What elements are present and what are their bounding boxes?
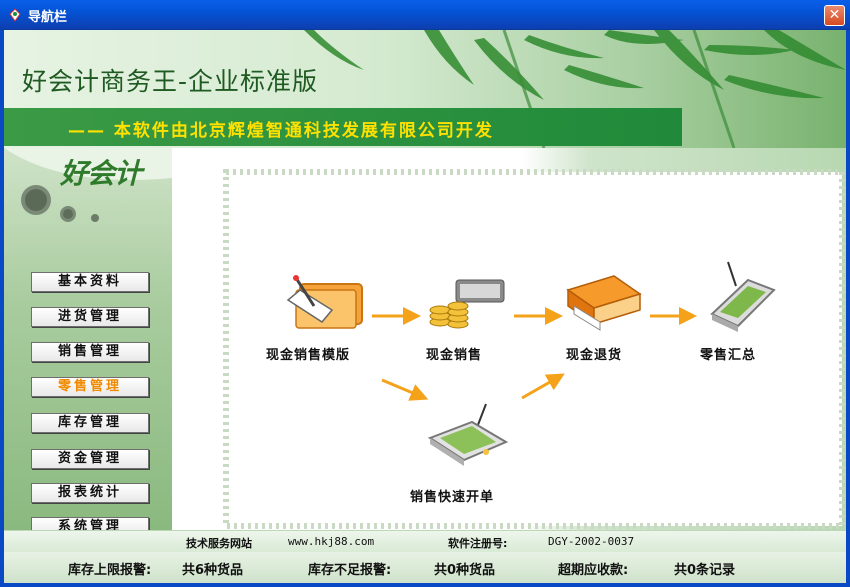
- tablet-quick-order-icon[interactable]: [426, 402, 510, 474]
- stock-upper-alert-value[interactable]: 共6种货品: [182, 563, 244, 578]
- node-quick-sales-order[interactable]: 销售快速开单: [410, 490, 495, 505]
- coins-cash-icon[interactable]: [426, 274, 510, 334]
- template-folder-icon[interactable]: [282, 270, 366, 336]
- node-cash-sales[interactable]: 现金销售: [426, 348, 483, 363]
- logo-text: 好会计: [60, 157, 142, 190]
- website-label: 技术服务网站: [186, 537, 252, 550]
- books-return-icon[interactable]: [564, 272, 644, 334]
- app-icon: [9, 8, 21, 22]
- title-bar: 导航栏 ✕: [0, 0, 850, 30]
- nav-funds-management[interactable]: 资金管理: [31, 449, 149, 469]
- stock-lower-alert-label: 库存不足报警:: [308, 563, 392, 578]
- nav-reports[interactable]: 报表统计: [31, 483, 149, 503]
- nav-purchase-management[interactable]: 进货管理: [31, 307, 149, 327]
- nav-retail-management[interactable]: 零售管理: [31, 377, 149, 397]
- client-area: 好会计商务王-企业标准版 —— 本软件由北京辉煌智通科技发展有限公司开发 好会计…: [4, 30, 846, 583]
- slogan-text: —— 本软件由北京辉煌智通科技发展有限公司开发: [68, 121, 494, 141]
- flow-arrows: [372, 307, 697, 401]
- nav-sales-management[interactable]: 销售管理: [31, 342, 149, 362]
- sidebar-decoration: [4, 148, 172, 222]
- pda-summary-icon[interactable]: [698, 260, 778, 336]
- close-button[interactable]: ✕: [824, 5, 845, 26]
- paper-frame: [223, 169, 845, 529]
- stock-upper-alert-label: 库存上限报警:: [68, 563, 152, 578]
- slogan-bar: —— 本软件由北京辉煌智通科技发展有限公司开发: [4, 108, 682, 146]
- registration-number: DGY-2002-0037: [548, 535, 635, 548]
- sidebar: 好会计 基本资料 进货管理 销售管理 零售管理 库存管理 资金管理 报表统计 系…: [4, 148, 172, 537]
- overdue-receivable-value[interactable]: 共0条记录: [674, 563, 736, 578]
- overdue-receivable-label: 超期应收款:: [558, 563, 629, 578]
- window-title: 导航栏: [28, 10, 68, 25]
- stock-lower-alert-value[interactable]: 共0种货品: [434, 563, 496, 578]
- node-cash-sales-template[interactable]: 现金销售模版: [266, 348, 351, 363]
- main-panel: 现金销售模版 现金销售 现金退货: [172, 148, 846, 530]
- header-banner: 好会计商务王-企业标准版 —— 本软件由北京辉煌智通科技发展有限公司开发: [4, 30, 846, 148]
- website-link[interactable]: www.hkj88.com: [288, 535, 375, 548]
- alert-bar: 库存上限报警: 共6种货品 库存不足报警: 共0种货品 超期应收款: 共0条记录: [4, 552, 846, 583]
- registration-label: 软件注册号:: [448, 537, 508, 550]
- nav-basic-data[interactable]: 基本资料: [31, 272, 149, 292]
- product-title: 好会计商务王-企业标准版: [22, 67, 319, 96]
- info-bar: 技术服务网站 www.hkj88.com 软件注册号: DGY-2002-003…: [4, 530, 846, 552]
- node-cash-return[interactable]: 现金退货: [566, 348, 623, 363]
- nav-inventory-management[interactable]: 库存管理: [31, 413, 149, 433]
- node-retail-summary[interactable]: 零售汇总: [700, 348, 757, 363]
